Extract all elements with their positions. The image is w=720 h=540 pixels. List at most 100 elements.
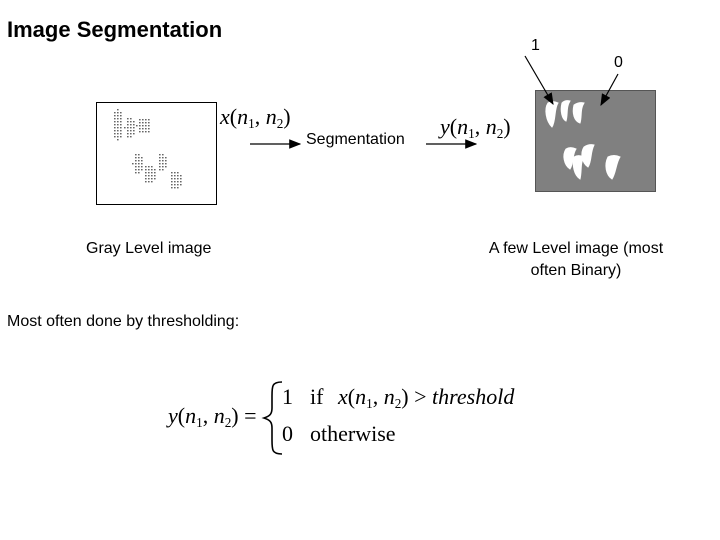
page-title: Image Segmentation: [7, 17, 223, 42]
gray-dot: [117, 136, 119, 138]
gray-dot: [177, 172, 179, 174]
gray-dot: [142, 131, 144, 133]
gray-dot: [120, 124, 122, 126]
gray-dot: [154, 178, 156, 180]
gray-dot: [145, 119, 147, 121]
equation-case2-word: otherwise: [310, 421, 396, 446]
gray-dot: [142, 122, 144, 124]
gray-level-image: [96, 102, 217, 205]
gray-dot: [145, 175, 147, 177]
gray-dot: [154, 175, 156, 177]
gray-dot: [132, 163, 134, 165]
gray-dot: [133, 127, 135, 129]
gray-dot: [135, 163, 137, 165]
gray-dot: [162, 157, 164, 159]
gray-dot: [165, 157, 167, 159]
gray-dot: [136, 125, 138, 127]
binary-output-image: [535, 90, 656, 192]
gray-dot: [177, 178, 179, 180]
gray-dot: [120, 130, 122, 132]
gray-dot: [124, 127, 126, 129]
gray-dot: [148, 119, 150, 121]
segmentation-label: Segmentation: [306, 131, 405, 148]
equation-case1-word: if: [310, 384, 324, 409]
gray-dot: [130, 118, 132, 120]
gray-dot: [114, 127, 116, 129]
gray-dot: [114, 118, 116, 120]
gray-dot: [174, 178, 176, 180]
input-caption: Gray Level image: [86, 240, 212, 257]
gray-dot: [141, 169, 143, 171]
gray-dot: [177, 181, 179, 183]
gray-dot: [148, 122, 150, 124]
gray-dot: [114, 112, 116, 114]
gray-dot: [117, 109, 119, 111]
equation-lhs: y(n1, n2) =: [168, 403, 257, 430]
gray-dot: [177, 175, 179, 177]
white-blobs-graphic: [545, 100, 621, 180]
gray-dot: [133, 124, 135, 126]
gray-dot: [177, 184, 179, 186]
gray-dot: [127, 127, 129, 129]
gray-dot: [141, 160, 143, 162]
gray-dot: [141, 157, 143, 159]
gray-dot: [120, 136, 122, 138]
gray-dot: [174, 187, 176, 189]
method-text: Most often done by thresholding:: [7, 313, 240, 330]
gray-dot: [138, 172, 140, 174]
gray-dot: [162, 169, 164, 171]
gray-dot: [159, 157, 161, 159]
gray-dot: [120, 127, 122, 129]
gray-dot: [120, 115, 122, 117]
gray-dot: [174, 175, 176, 177]
gray-dot: [139, 119, 141, 121]
gray-dot: [174, 181, 176, 183]
gray-dot: [159, 169, 161, 171]
gray-dot: [135, 166, 137, 168]
gray-dot: [180, 175, 182, 177]
gray-dot: [154, 172, 156, 174]
gray-dot: [133, 121, 135, 123]
gray-dot: [145, 166, 147, 168]
gray-dot: [130, 133, 132, 135]
gray-dot: [151, 169, 153, 171]
gray-dot: [139, 125, 141, 127]
gray-dot: [159, 160, 161, 162]
gray-dot: [130, 136, 132, 138]
gray-dot: [117, 121, 119, 123]
gray-dot: [154, 169, 156, 171]
gray-dot: [117, 124, 119, 126]
gray-dot: [162, 163, 164, 165]
gray-dot: [114, 130, 116, 132]
gray-dot: [117, 118, 119, 120]
gray-dot: [114, 115, 116, 117]
gray-dot: [151, 166, 153, 168]
gray-dot: [148, 131, 150, 133]
gray-dot: [120, 112, 122, 114]
gray-dot: [171, 178, 173, 180]
gray-dot: [151, 178, 153, 180]
gray-dot: [177, 187, 179, 189]
gray-dot: [120, 121, 122, 123]
gray-dot: [117, 127, 119, 129]
pointer-arrow-0: [600, 73, 619, 107]
gray-dot: [135, 160, 137, 162]
gray-dot: [142, 119, 144, 121]
gray-dot: [171, 175, 173, 177]
gray-dot: [162, 154, 164, 156]
gray-dot: [159, 163, 161, 165]
gray-dot: [139, 122, 141, 124]
gray-dot: [171, 184, 173, 186]
gray-dot: [142, 125, 144, 127]
gray-dot: [135, 169, 137, 171]
gray-dot: [145, 131, 147, 133]
output-caption-line1: A few Level image (most: [488, 240, 664, 257]
gray-dot: [130, 121, 132, 123]
gray-dot: [159, 154, 161, 156]
gray-dot: [139, 128, 141, 130]
output-symbol: y(n1, n2): [440, 114, 511, 141]
gray-dot: [141, 166, 143, 168]
gray-dot: [165, 160, 167, 162]
